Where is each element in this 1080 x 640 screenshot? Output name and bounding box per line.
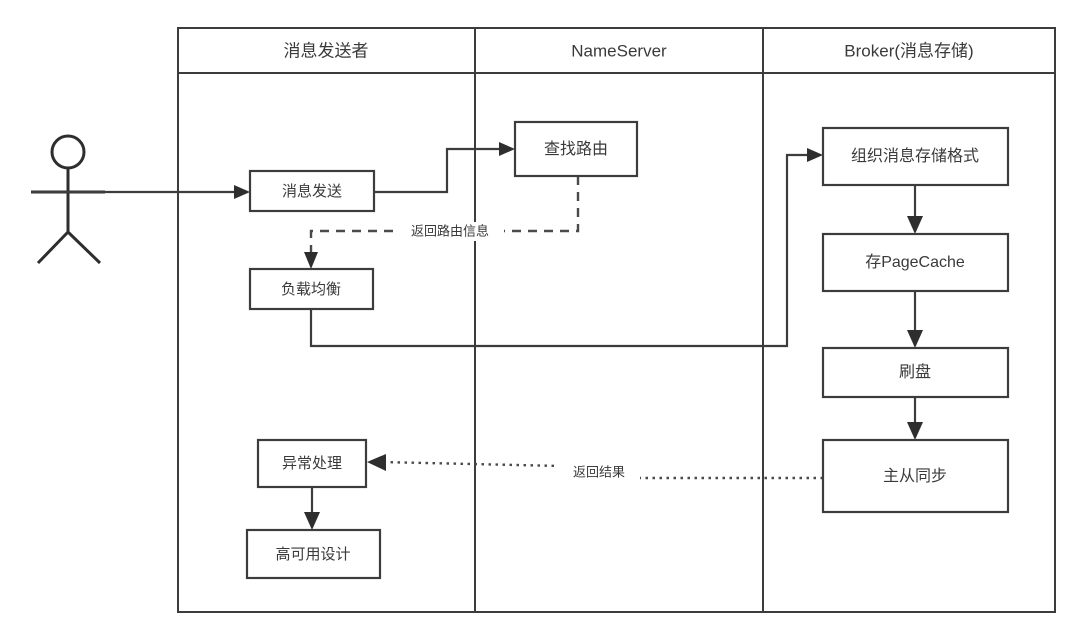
edge-exception-to-high-availability <box>304 487 320 530</box>
node-organize-storage-format[interactable]: 组织消息存储格式 <box>821 126 1010 187</box>
edge-loadbalance-to-broker <box>309 148 823 348</box>
lane-title-broker: Broker(消息存储) <box>844 41 973 60</box>
lane-header-sender: 消息发送者 <box>284 41 369 60</box>
node-store-pagecache[interactable]: 存PageCache <box>821 232 1010 293</box>
edge-actor-to-send-message <box>31 185 250 199</box>
node-label-store-pagecache: 存PageCache <box>865 253 965 271</box>
node-label-exception-handling: 异常处理 <box>282 455 342 472</box>
actor-head-icon <box>50 134 86 170</box>
node-label-flush-disk: 刷盘 <box>899 362 931 381</box>
lane-title-sender: 消息发送者 <box>284 41 369 60</box>
actor-stick-figure <box>31 134 105 265</box>
node-label-find-route: 查找路由 <box>544 140 608 158</box>
node-send-message[interactable]: 消息发送 <box>248 169 376 213</box>
node-find-route[interactable]: 查找路由 <box>513 120 639 178</box>
edge-pagecache-to-flush-disk <box>907 291 923 348</box>
node-master-slave-sync[interactable]: 主从同步 <box>821 438 1010 514</box>
edge-send-message-to-find-route <box>374 142 515 194</box>
node-high-availability-design[interactable]: 高可用设计 <box>245 528 382 580</box>
node-flush-disk[interactable]: 刷盘 <box>821 346 1010 399</box>
edge-route-info-return: 返回路由信息 <box>304 176 580 269</box>
node-label-send-message: 消息发送 <box>282 183 342 200</box>
node-label-organize-storage-format: 组织消息存储格式 <box>851 147 979 165</box>
edge-label-result-return: 返回结果 <box>573 464 625 479</box>
lane-header-nameserver: NameServer <box>571 41 667 60</box>
actor-left-leg-line <box>36 230 70 265</box>
node-label-load-balance: 负载均衡 <box>281 281 341 298</box>
edge-result-return: 返回结果 <box>367 454 823 482</box>
lane-header-broker: Broker(消息存储) <box>844 41 973 60</box>
edge-organize-to-pagecache <box>907 185 923 234</box>
node-label-master-slave-sync: 主从同步 <box>883 467 947 485</box>
node-label-high-availability-design: 高可用设计 <box>275 546 350 563</box>
node-load-balance[interactable]: 负载均衡 <box>248 267 375 311</box>
node-exception-handling[interactable]: 异常处理 <box>256 438 368 489</box>
edge-label-route-info-return: 返回路由信息 <box>411 223 489 238</box>
lane-title-nameserver: NameServer <box>571 41 667 60</box>
edge-flush-disk-to-master-slave-sync <box>907 397 923 440</box>
actor-right-leg-line <box>66 230 102 265</box>
